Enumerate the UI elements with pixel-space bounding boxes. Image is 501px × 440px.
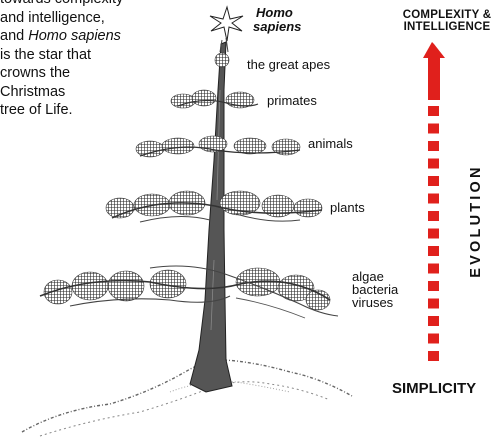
label-primates: primates: [267, 93, 317, 108]
caption-line: Christmas: [0, 83, 66, 100]
arrow-head-icon: [423, 42, 445, 100]
arrow-dash: [428, 106, 439, 116]
caption-line: and intelligence,: [0, 9, 105, 26]
branch-great-apes: [214, 52, 230, 68]
label-algae: algae: [352, 269, 384, 284]
label-homo-sapiens: Homo sapiens: [253, 5, 302, 34]
tree-trunk: [189, 41, 233, 393]
axis-side-label: EVOLUTION: [468, 164, 484, 278]
arrow-dash: [428, 298, 439, 309]
arrow-dash: [428, 351, 439, 361]
branch-animals: [135, 135, 301, 158]
axis-top-label: COMPLEXITY & INTELLIGENCE: [402, 9, 492, 33]
label-microbes: algae bacteria viruses: [352, 270, 398, 309]
label-bacteria: bacteria: [352, 282, 399, 297]
branch-primates: [170, 89, 259, 109]
star-icon: [209, 5, 244, 42]
arrow-dash: [428, 211, 439, 221]
intro-caption: towards complexity and intelligence, and…: [0, 0, 160, 120]
ground: [21, 359, 353, 437]
arrow-dash: [428, 281, 439, 291]
arrow-dash: [428, 123, 439, 134]
arrow-dash: [428, 316, 439, 326]
arrow-dash: [428, 246, 439, 256]
axis-bottom-label: SIMPLICITY: [392, 380, 477, 397]
arrow-dash: [428, 158, 439, 169]
caption-line: towards complexity: [0, 0, 160, 9]
branch-microbes: [39, 265, 339, 319]
arrow-dash: [428, 263, 439, 274]
arrow-dash: [428, 228, 439, 239]
arrow-dash: [428, 141, 439, 151]
arrow-dash: [428, 193, 439, 204]
label-animals: animals: [308, 136, 353, 151]
label-plants: plants: [330, 200, 365, 215]
caption-line: is the star that: [0, 46, 92, 63]
label-viruses: viruses: [352, 295, 394, 310]
label-great-apes: the great apes: [247, 57, 331, 72]
caption-line: crowns the: [0, 65, 71, 81]
arrow-dash: [428, 176, 439, 186]
caption-line: tree of Life.: [0, 102, 73, 118]
caption-line: and Homo sapiens: [0, 28, 121, 44]
branch-plants: [105, 190, 323, 223]
evolution-arrow: [423, 42, 445, 361]
arrow-dash: [428, 333, 439, 344]
